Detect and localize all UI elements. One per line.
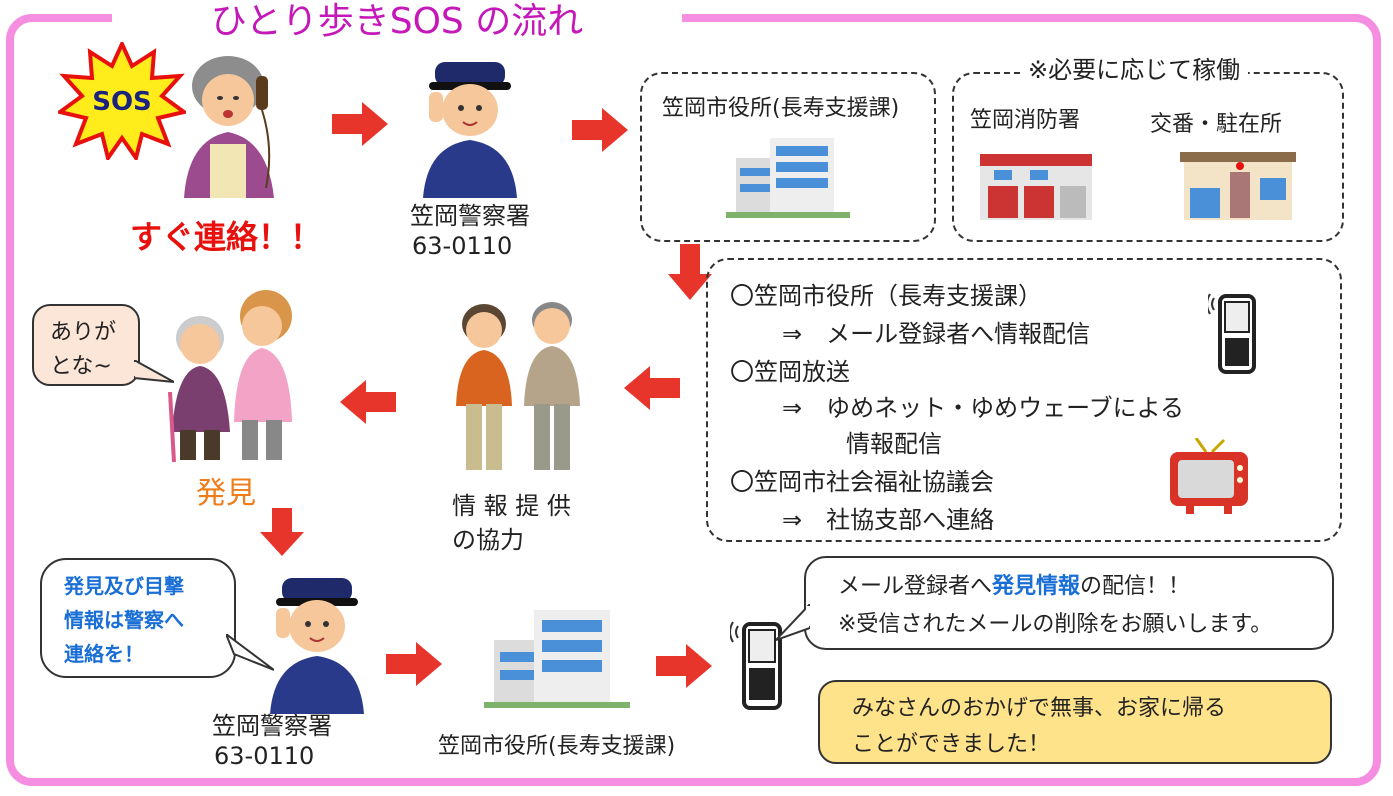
city-hall-building-icon — [484, 610, 630, 708]
sos-burst-icon: SOS — [58, 42, 186, 160]
arrow-down-icon — [260, 508, 304, 556]
arrow-down-icon — [668, 244, 712, 300]
result-line2: ことができました！ — [852, 732, 1051, 757]
police-station-bottom-phone: 63-0110 — [214, 742, 315, 770]
bubble-tail — [134, 360, 174, 383]
broadcast-box — [706, 258, 1342, 542]
city-hall-building-icon — [726, 138, 850, 218]
title-background: ひとり歩きSOS の流れ — [112, 0, 682, 44]
broadcast-line3: 〇笠岡放送 — [730, 358, 850, 386]
elderly-woman-phone-icon — [184, 56, 274, 198]
mail-line1-highlight: 発見情報 — [992, 574, 1081, 599]
broadcast-line5: 情報配信 — [846, 430, 942, 458]
mail-line2: ※受信されたメールの削除をお願いします。 — [838, 612, 1273, 637]
helpers-icon — [456, 302, 580, 470]
arrow-right-icon — [386, 642, 442, 686]
mail-line1-suffix: の配信！！ — [1080, 574, 1191, 599]
as-needed-note: ※必要に応じて稼働 — [1020, 50, 1249, 85]
found-label: 発見 — [196, 476, 256, 511]
arrow-right-icon — [572, 108, 628, 152]
bubble-tail — [776, 604, 810, 641]
city-hall-bottom-label: 笠岡市役所(長寿支援課) — [438, 734, 676, 759]
result-line1: みなさんのおかげで無事、お家に帰る — [852, 696, 1227, 721]
police-station-bottom-name: 笠岡警察署 — [212, 712, 332, 740]
thanks-speech-bubble: ありが とな~ — [32, 304, 140, 386]
cooperation-line1: 情 報 提 供 — [452, 492, 571, 520]
thanks-line1: ありが — [50, 320, 117, 345]
elderly-caregiver-icon — [168, 290, 292, 463]
sos-badge-text: SOS — [92, 87, 152, 117]
koban-icon — [1180, 152, 1296, 220]
police-bubble-line3: 連絡を！ — [64, 642, 144, 666]
city-hall-top-label: 笠岡市役所(長寿支援課) — [662, 96, 900, 121]
broadcast-line2: ⇒ メール登録者へ情報配信 — [782, 320, 1091, 348]
arrow-left-icon — [340, 380, 396, 424]
police-station-name: 笠岡警察署 — [410, 202, 530, 230]
arrow-right-icon — [656, 644, 712, 688]
fire-station-label: 笠岡消防署 — [970, 108, 1081, 133]
page-title: ひとり歩きSOS の流れ — [210, 1, 584, 42]
mail-line1-prefix: メール登録者へ — [838, 574, 993, 599]
koban-label: 交番・駐在所 — [1150, 112, 1283, 137]
mobile-phone-icon — [1208, 293, 1256, 374]
police-bubble-line1: 発見及び目撃 — [64, 574, 184, 598]
police-officer-icon — [270, 578, 364, 714]
diagram-frame — [6, 14, 1381, 786]
arrow-right-icon — [332, 102, 388, 146]
police-bubble-line2: 情報は警察へ — [64, 608, 184, 632]
urgent-call-text: すぐ連絡！！ — [130, 218, 323, 256]
arrow-left-icon — [624, 366, 680, 410]
police-contact-speech-bubble: 発見及び目撃 情報は警察へ 連絡を！ — [40, 558, 236, 678]
broadcast-line1: 〇笠岡市役所（長寿支援課） — [730, 282, 1042, 310]
broadcast-line6: 〇笠岡市社会福祉協議会 — [730, 468, 994, 496]
thanks-line2: とな~ — [50, 354, 112, 379]
television-icon — [1170, 438, 1248, 514]
mobile-phone-icon — [730, 621, 782, 710]
police-station-phone: 63-0110 — [412, 232, 513, 260]
city-hall-top-box — [640, 72, 936, 242]
mail-speech-bubble: メール登録者へ発見情報の配信！！ ※受信されたメールの削除をお願いします。 — [804, 556, 1334, 650]
mail-line1: メール登録者へ発見情報の配信！！ — [838, 568, 1190, 600]
fire-station-icon — [980, 154, 1092, 220]
broadcast-line4: ⇒ ゆめネット・ゆめウェーブによる — [782, 394, 1184, 422]
cooperation-line2: の協力 — [452, 526, 524, 554]
bubble-tail — [226, 634, 274, 671]
result-note: みなさんのおかげで無事、お家に帰る ことができました！ — [818, 680, 1332, 764]
broadcast-line7: ⇒ 社協支部へ連絡 — [782, 506, 995, 534]
police-officer-icon — [423, 62, 517, 198]
